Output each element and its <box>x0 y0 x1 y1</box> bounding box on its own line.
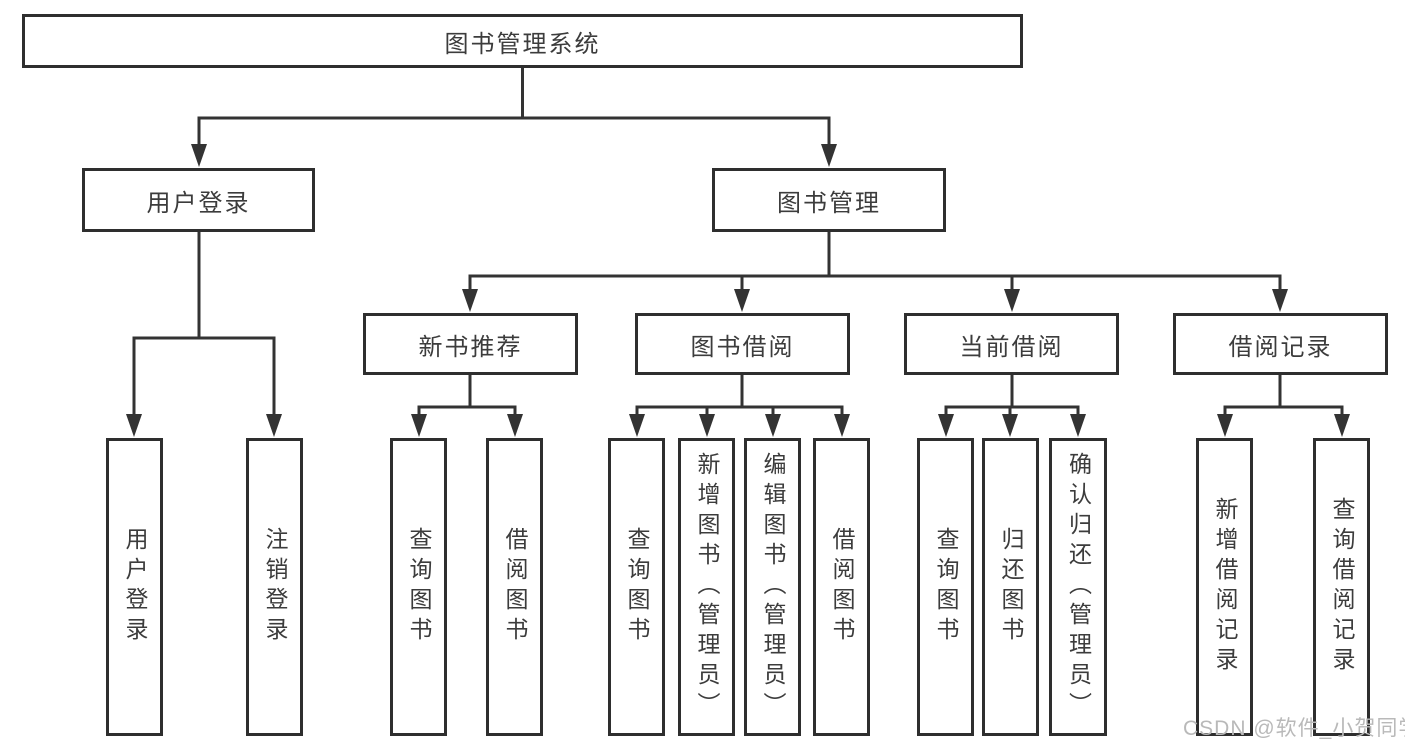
connector-bookmgmt-level3 <box>468 232 1282 304</box>
connector-userlogin-leaves <box>132 232 276 428</box>
node-add-books-admin: 新增图书（管理员） <box>678 438 735 736</box>
node-user-login-leaf: 用户登录 <box>106 438 163 736</box>
node-current-borrowing: 当前借阅 <box>904 313 1119 375</box>
node-book-borrowing: 图书借阅 <box>635 313 850 375</box>
node-user-login: 用户登录 <box>82 168 315 232</box>
node-query-books-current: 查询图书 <box>917 438 974 736</box>
node-return-books: 归还图书 <box>982 438 1039 736</box>
connector-newbook-leaves <box>417 375 517 428</box>
connector-borrow-leaves <box>635 375 844 428</box>
node-new-book-recommend: 新书推荐 <box>363 313 578 375</box>
node-book-management: 图书管理 <box>712 168 946 232</box>
node-query-borrow-record: 查询借阅记录 <box>1313 438 1370 736</box>
csdn-watermark: CSDN @软件_小贺同学 <box>1183 717 1405 740</box>
node-add-borrow-record: 新增借阅记录 <box>1196 438 1253 736</box>
node-borrow-books-recommend: 借阅图书 <box>486 438 543 736</box>
arrow-heads <box>126 144 1350 437</box>
node-library-system: 图书管理系统 <box>22 14 1023 68</box>
node-confirm-return-admin: 确认归还（管理员） <box>1049 438 1107 736</box>
connector-root-level2 <box>197 68 831 158</box>
connector-record-leaves <box>1223 375 1344 428</box>
node-borrowing-records: 借阅记录 <box>1173 313 1388 375</box>
node-edit-books-admin: 编辑图书（管理员） <box>744 438 801 736</box>
node-query-books-borrow: 查询图书 <box>608 438 665 736</box>
node-query-books-recommend: 查询图书 <box>390 438 447 736</box>
node-logout-leaf: 注销登录 <box>246 438 303 736</box>
node-borrow-books-leaf: 借阅图书 <box>813 438 870 736</box>
